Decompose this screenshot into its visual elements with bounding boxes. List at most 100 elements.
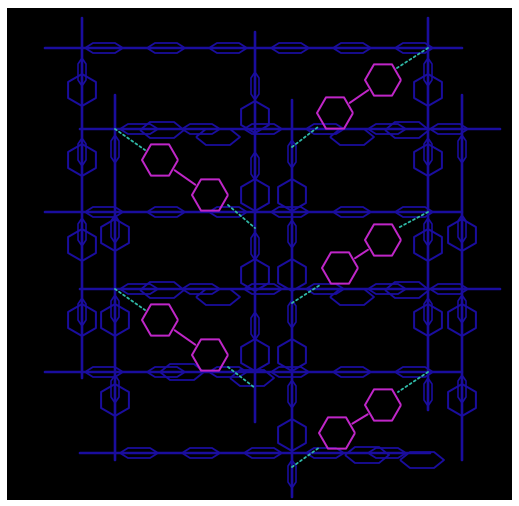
edge-on-ring <box>367 123 407 135</box>
edge-on-ring <box>457 294 467 324</box>
guest-bridge-bond <box>173 169 197 186</box>
dotted-contact <box>396 47 429 69</box>
edge-on-ring <box>84 366 124 378</box>
edge-on-ring <box>394 366 434 378</box>
guest-ring <box>321 251 359 285</box>
edge-on-ring <box>208 42 248 54</box>
edge-on-ring <box>119 123 159 135</box>
edge-on-ring <box>423 137 433 167</box>
edge-on-ring <box>110 374 120 404</box>
edge-on-ring <box>77 217 87 247</box>
edge-on-ring <box>332 366 372 378</box>
framework-ring <box>67 228 97 262</box>
dotted-contact <box>114 288 146 311</box>
edge-on-ring <box>394 206 434 218</box>
edge-on-ring <box>287 139 297 169</box>
dotted-contact <box>227 366 256 389</box>
edge-on-ring <box>243 447 283 459</box>
edge-on-ring <box>423 297 433 327</box>
dotted-contact <box>397 211 429 229</box>
tilted-ring <box>229 369 275 387</box>
edge-on-ring <box>110 134 120 164</box>
edge-on-ring <box>287 219 297 249</box>
tilted-ring <box>195 288 241 306</box>
edge-on-ring <box>305 447 345 459</box>
guest-bridge-bond <box>173 329 197 346</box>
tilted-ring <box>139 121 185 139</box>
edge-on-ring <box>77 57 87 87</box>
dotted-contact <box>291 284 321 304</box>
guest-ring <box>191 178 229 212</box>
framework-ring <box>67 143 97 177</box>
guest-bridge-bond <box>351 413 369 425</box>
edge-on-ring <box>429 123 469 135</box>
edge-on-ring <box>250 71 260 101</box>
guest-ring <box>318 416 356 450</box>
edge-on-ring <box>243 283 283 295</box>
edge-on-ring <box>423 217 433 247</box>
framework-ring <box>277 258 307 292</box>
edge-on-ring <box>332 42 372 54</box>
edge-on-ring <box>394 42 434 54</box>
edge-on-ring <box>287 379 297 409</box>
edge-on-ring <box>110 294 120 324</box>
framework-network <box>43 16 502 499</box>
edge-on-ring <box>243 123 283 135</box>
edge-on-ring <box>146 42 186 54</box>
framework-ring <box>277 338 307 372</box>
guest-ring <box>364 388 402 422</box>
guest-ring <box>141 143 179 177</box>
edge-on-ring <box>287 459 297 489</box>
framework-ring <box>413 73 443 107</box>
edge-on-ring <box>146 366 186 378</box>
edge-on-ring <box>457 374 467 404</box>
edge-on-ring <box>208 366 248 378</box>
edge-on-ring <box>270 206 310 218</box>
edge-on-ring <box>457 134 467 164</box>
dotted-contact <box>291 126 319 148</box>
edge-on-ring <box>367 447 407 459</box>
edge-on-ring <box>146 206 186 218</box>
edge-on-ring <box>84 42 124 54</box>
edge-on-ring <box>270 42 310 54</box>
edge-on-ring <box>423 57 433 87</box>
tilted-ring <box>384 121 430 139</box>
edge-on-ring <box>84 206 124 218</box>
framework-ring <box>100 383 130 417</box>
framework-ring <box>240 338 270 372</box>
framework-ring <box>67 303 97 337</box>
tilted-ring <box>159 363 205 381</box>
framework-ring <box>447 383 477 417</box>
framework-ring <box>240 100 270 134</box>
guest-ring <box>364 223 402 257</box>
guest-ring <box>141 303 179 337</box>
framework-ring <box>413 303 443 337</box>
edge-on-ring <box>423 377 433 407</box>
edge-on-ring <box>287 299 297 329</box>
dotted-contact <box>397 371 429 393</box>
tilted-ring <box>399 451 445 469</box>
edge-on-ring <box>367 283 407 295</box>
guest-ring <box>191 338 229 372</box>
framework-ring <box>100 303 130 337</box>
tilted-ring <box>329 288 375 306</box>
edge-on-ring <box>119 447 159 459</box>
dotted-contact <box>291 446 321 468</box>
framework-ring <box>447 218 477 252</box>
tilted-ring <box>139 281 185 299</box>
guest-ring <box>316 96 354 130</box>
dotted-contact <box>114 128 146 151</box>
framework-ring <box>447 303 477 337</box>
crystal-structure-panel <box>7 8 512 500</box>
guest-bridge-bond <box>348 89 370 104</box>
guest-molecules <box>141 63 402 450</box>
edge-on-ring <box>429 283 469 295</box>
edge-on-ring <box>119 283 159 295</box>
tilted-ring <box>384 281 430 299</box>
hydrogen-bond-contacts <box>114 47 429 468</box>
dotted-contact <box>227 204 256 229</box>
framework-ring <box>277 418 307 452</box>
edge-on-ring <box>270 366 310 378</box>
guest-ring <box>364 63 402 97</box>
packing-diagram <box>7 8 512 500</box>
